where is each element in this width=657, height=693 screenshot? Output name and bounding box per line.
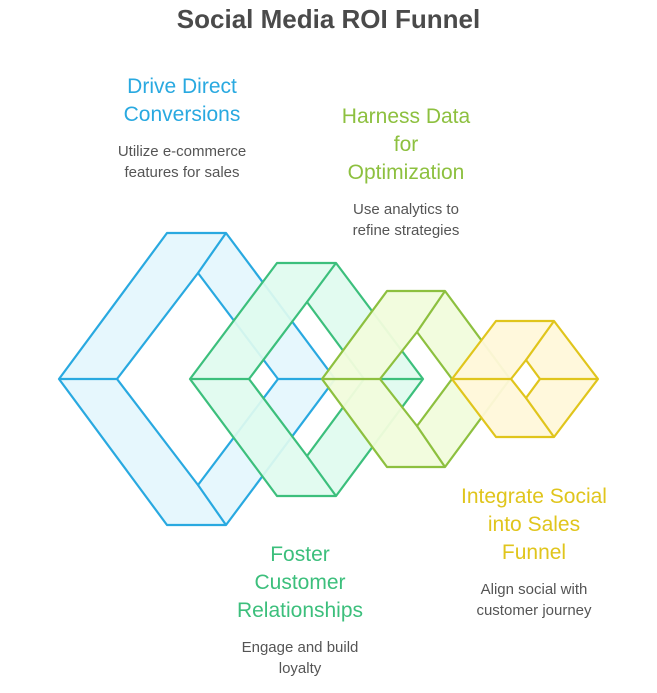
stage-3-label: Harness Data for Optimization Use analyt… xyxy=(316,103,496,241)
stage-1-label: Drive Direct Conversions Utilize e-comme… xyxy=(92,73,272,183)
stage-3-title: Harness Data for Optimization xyxy=(341,105,471,184)
stage-4-shape xyxy=(450,319,600,439)
stage-2-description: Engage and build loyalty xyxy=(241,639,359,677)
stage-4-label: Integrate Social into Sales Funnel Align… xyxy=(436,483,632,621)
stage-4-description: Align social with customer journey xyxy=(476,581,592,619)
stage-1-description: Utilize e-commerce features for sales xyxy=(117,143,247,181)
stage-4-title: Integrate Social into Sales Funnel xyxy=(461,485,607,564)
stage-2-label: Foster Customer Relationships Engage and… xyxy=(208,541,392,679)
stage-2-title: Foster Customer Relationships xyxy=(236,543,364,622)
stage-3-description: Use analytics to refine strategies xyxy=(352,201,460,239)
diagram-title: Social Media ROI Funnel xyxy=(176,4,481,34)
stage-1-title: Drive Direct Conversions xyxy=(123,75,241,126)
